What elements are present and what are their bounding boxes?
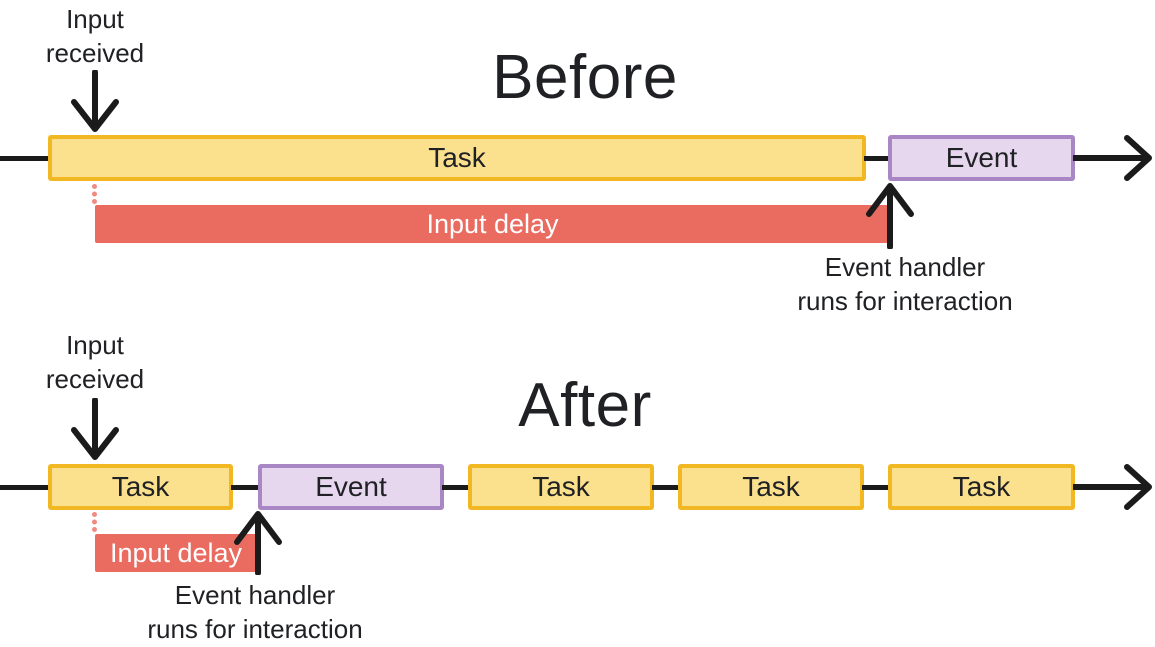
before-timeline-lead-line bbox=[0, 156, 50, 161]
before-handler-line2: runs for interaction bbox=[797, 286, 1013, 316]
before-title: Before bbox=[492, 43, 678, 112]
after-task-box-2: Task bbox=[468, 464, 654, 510]
before-input-line2: received bbox=[45, 38, 145, 68]
before-task-label: Task bbox=[428, 142, 486, 173]
after-task-box-1: Task bbox=[48, 464, 233, 510]
after-input-line2: received bbox=[45, 364, 145, 394]
after-timeline-lead-line bbox=[0, 485, 50, 490]
after-task-label-3: Task bbox=[742, 471, 800, 502]
after-event-handler-up-arrow-icon bbox=[234, 511, 282, 575]
after-connector-3 bbox=[652, 485, 680, 490]
after-task-label-1: Task bbox=[111, 471, 170, 502]
after-connector-1 bbox=[231, 485, 260, 490]
before-task-box: Task bbox=[48, 135, 866, 181]
before-event-box: Event bbox=[888, 135, 1075, 181]
before-input-line1: Input bbox=[66, 4, 124, 34]
after-timeline-right-arrow-icon bbox=[1073, 464, 1152, 510]
after-handler-line1: Event handler bbox=[174, 580, 336, 610]
after-connector-2 bbox=[442, 485, 470, 490]
after-input-delay-bar: Input delay bbox=[95, 534, 257, 572]
before-input-down-arrow-icon bbox=[71, 70, 119, 132]
before-event-handler-note: Event handler runs for interaction bbox=[740, 250, 1070, 318]
before-event-label: Event bbox=[945, 142, 1018, 173]
after-event-box: Event bbox=[258, 464, 444, 510]
before-handler-line1: Event handler bbox=[824, 252, 986, 282]
after-event-label: Event bbox=[315, 471, 387, 502]
before-event-handler-up-arrow-icon bbox=[866, 183, 914, 249]
after-input-line1: Input bbox=[66, 330, 124, 360]
before-input-received-label: Input received bbox=[15, 2, 175, 70]
after-event-handler-note: Event handler runs for interaction bbox=[90, 578, 420, 646]
after-task-label-2: Task bbox=[532, 471, 590, 502]
before-input-delay-bar: Input delay bbox=[95, 205, 890, 243]
before-input-delay-label: Input delay bbox=[426, 208, 559, 239]
before-connector-line bbox=[864, 156, 890, 161]
after-input-dotted-line bbox=[92, 512, 97, 532]
before-timeline-right-arrow-icon bbox=[1073, 135, 1152, 181]
after-task-label-4: Task bbox=[952, 471, 1011, 502]
after-input-delay-label: Input delay bbox=[109, 537, 243, 568]
after-task-box-3: Task bbox=[678, 464, 864, 510]
before-input-dotted-line bbox=[92, 184, 97, 204]
after-input-received-label: Input received bbox=[15, 328, 175, 396]
after-connector-4 bbox=[862, 485, 890, 490]
after-input-down-arrow-icon bbox=[71, 398, 119, 460]
after-handler-line2: runs for interaction bbox=[147, 614, 363, 644]
after-title: After bbox=[518, 371, 652, 440]
after-task-box-4: Task bbox=[888, 464, 1075, 510]
